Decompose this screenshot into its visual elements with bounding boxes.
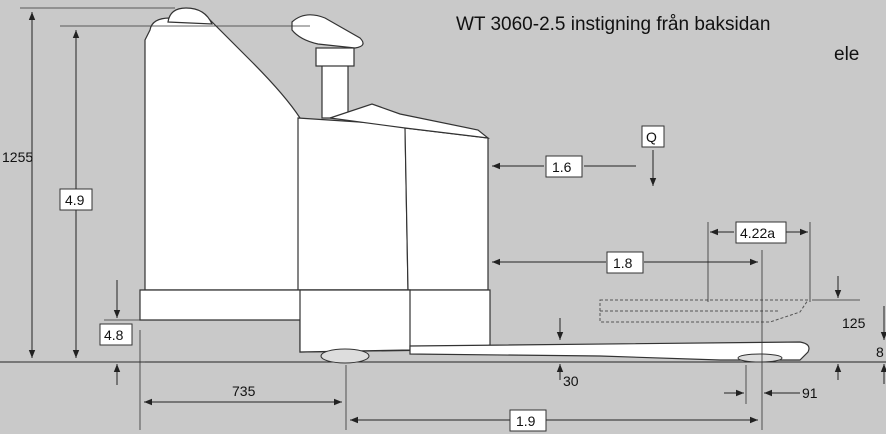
truck-middle-panel	[297, 117, 409, 291]
console	[329, 103, 491, 139]
steering-column	[321, 61, 349, 119]
dim-4-8: 4.8	[104, 327, 124, 343]
dim-q: Q	[646, 129, 657, 145]
dim-125: 125	[842, 315, 866, 331]
dim-4-22a: 4.22a	[740, 225, 775, 241]
steering-hub	[315, 47, 355, 67]
truck-front-panel	[404, 127, 489, 291]
diagram-title: WT 3060-2.5 instigning från baksidan	[456, 14, 771, 35]
dim-91: 91	[802, 385, 818, 401]
dim-1-9: 1.9	[516, 413, 536, 429]
drive-wheel	[320, 348, 370, 364]
dim-735: 735	[232, 383, 256, 399]
skirt-front	[299, 289, 411, 353]
dim-1-8: 1.8	[613, 255, 633, 271]
fork	[409, 341, 810, 361]
truck-rear-body	[144, 17, 301, 291]
top-handle	[167, 7, 213, 25]
dim-1-6: 1.6	[552, 159, 572, 175]
load-wheel	[737, 353, 783, 363]
raised-fork-outline	[599, 299, 809, 323]
dim-30: 30	[563, 373, 579, 389]
dim-4-9: 4.9	[65, 192, 85, 208]
tiller-head	[291, 14, 364, 49]
diagram-title-line2: ele	[834, 44, 860, 65]
truck-illustration	[139, 7, 810, 364]
dim-8: 8	[876, 344, 884, 360]
dim-1255: 1255	[2, 149, 33, 165]
